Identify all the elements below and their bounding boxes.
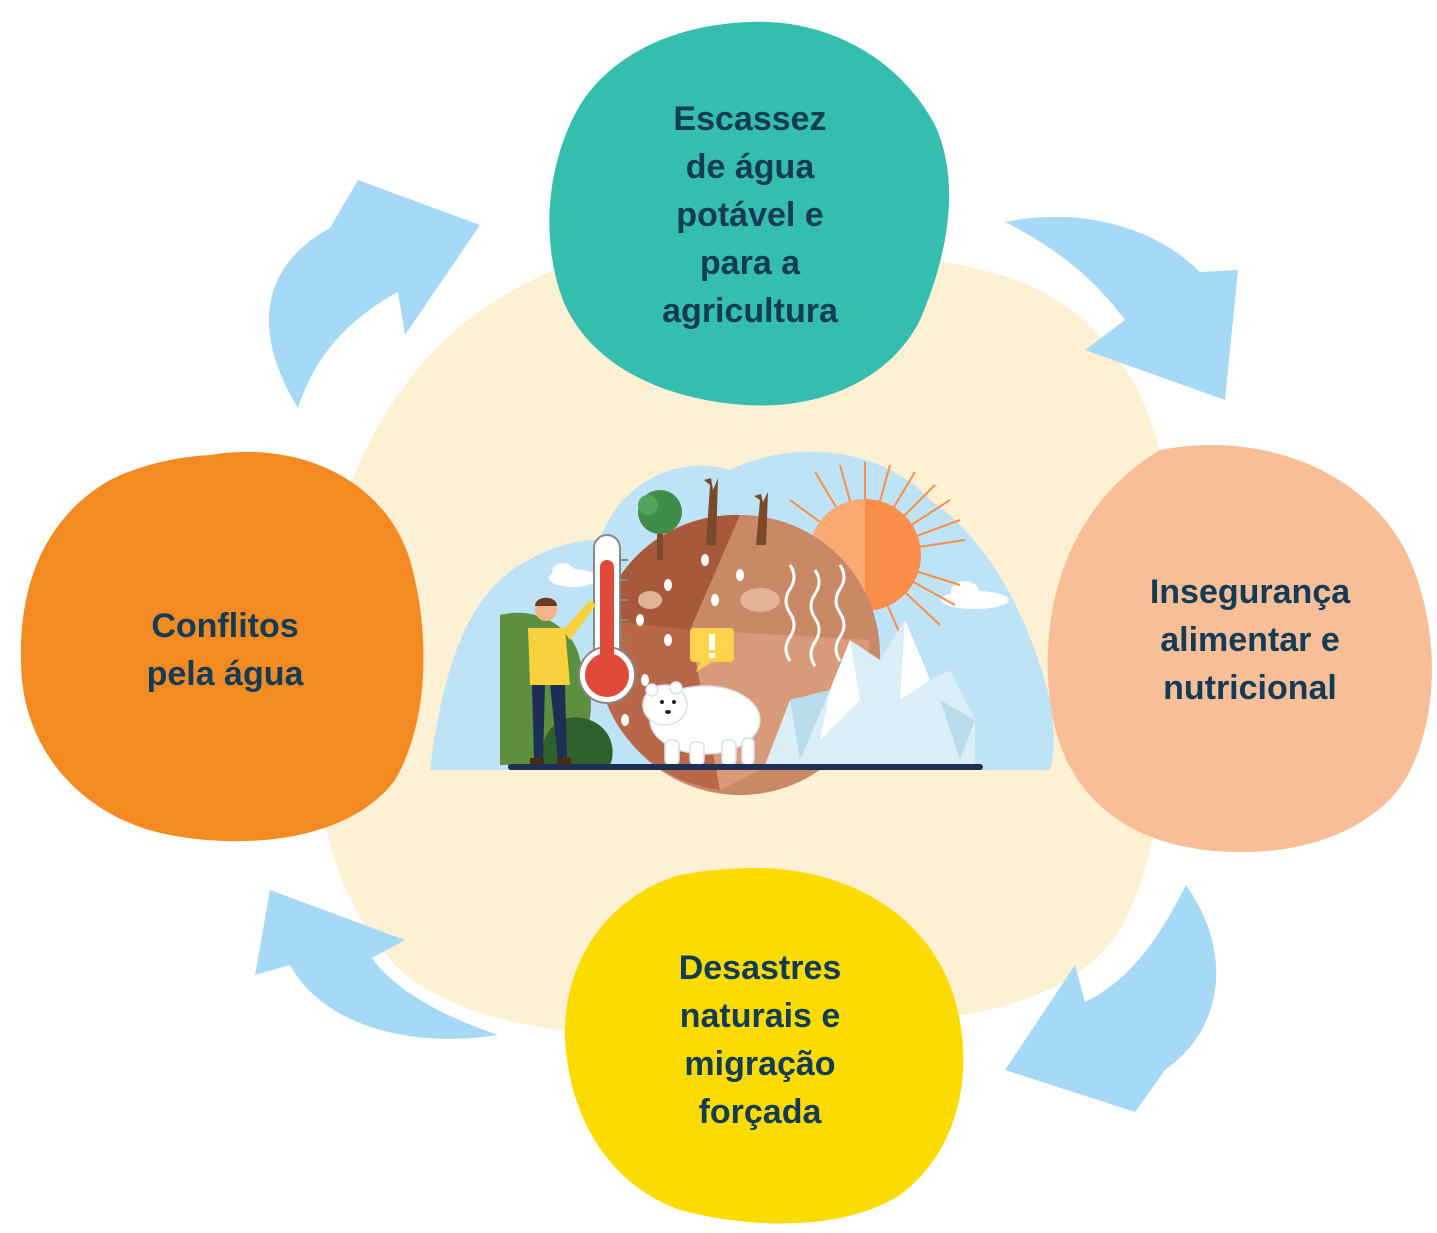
arrow-left-to-top (268, 180, 480, 408)
polar-bear-icon (642, 681, 761, 766)
thermometer-icon (578, 534, 636, 704)
node-right-line-2: alimentar e (1160, 621, 1340, 659)
node-top-line-3: potável e (676, 196, 824, 234)
node-top-line-5: agricultura (662, 292, 838, 330)
node-top-line-2: de água (685, 148, 815, 186)
warning-icon (690, 628, 734, 672)
node-bottom-line-1: Desastres (678, 949, 842, 987)
dead-tree-icon (704, 478, 768, 545)
node-left-label: Conflitos pela água (75, 600, 375, 700)
node-left-line-1: Conflitos (151, 607, 299, 645)
node-bottom-line-2: naturais e (679, 997, 841, 1035)
person-icon (528, 597, 596, 764)
node-right-line-1: Insegurança (1149, 573, 1351, 611)
arrow-right-to-bottom (1005, 885, 1217, 1112)
node-left-line-2: pela água (146, 655, 304, 693)
ground-line (508, 764, 983, 770)
iceberg-icon (765, 620, 975, 765)
cloud-icon (549, 563, 597, 587)
cycle-arrows (255, 180, 1238, 1112)
climate-illustration (430, 451, 1054, 795)
node-bottom-blob (564, 868, 964, 1224)
node-top-line-1: Escassez (673, 100, 827, 138)
polar-bear-nose (665, 710, 671, 714)
polar-bear-eye (660, 700, 664, 704)
node-right-label: Insegurança alimentar e nutricional (1090, 570, 1410, 710)
tree-icon (638, 490, 682, 560)
node-bottom-line-4: forçada (698, 1093, 822, 1131)
node-top-label: Escassez de água potável e para a agricu… (600, 95, 900, 335)
arrow-top-to-right (1005, 216, 1238, 400)
arrow-bottom-to-left (255, 890, 498, 1039)
polar-bear-eye-right (672, 700, 676, 704)
node-bottom-line-3: migração (684, 1045, 836, 1083)
node-top-line-4: para a (699, 244, 801, 282)
node-left-blob (20, 451, 424, 842)
node-right-blob (1047, 444, 1432, 853)
node-right-line-3: nutricional (1163, 669, 1337, 707)
heat-waves (784, 564, 846, 667)
cloud-icon-right (941, 581, 1009, 609)
node-bottom-label: Desastres naturais e migração forçada (610, 945, 910, 1135)
node-top-blob (549, 21, 950, 406)
